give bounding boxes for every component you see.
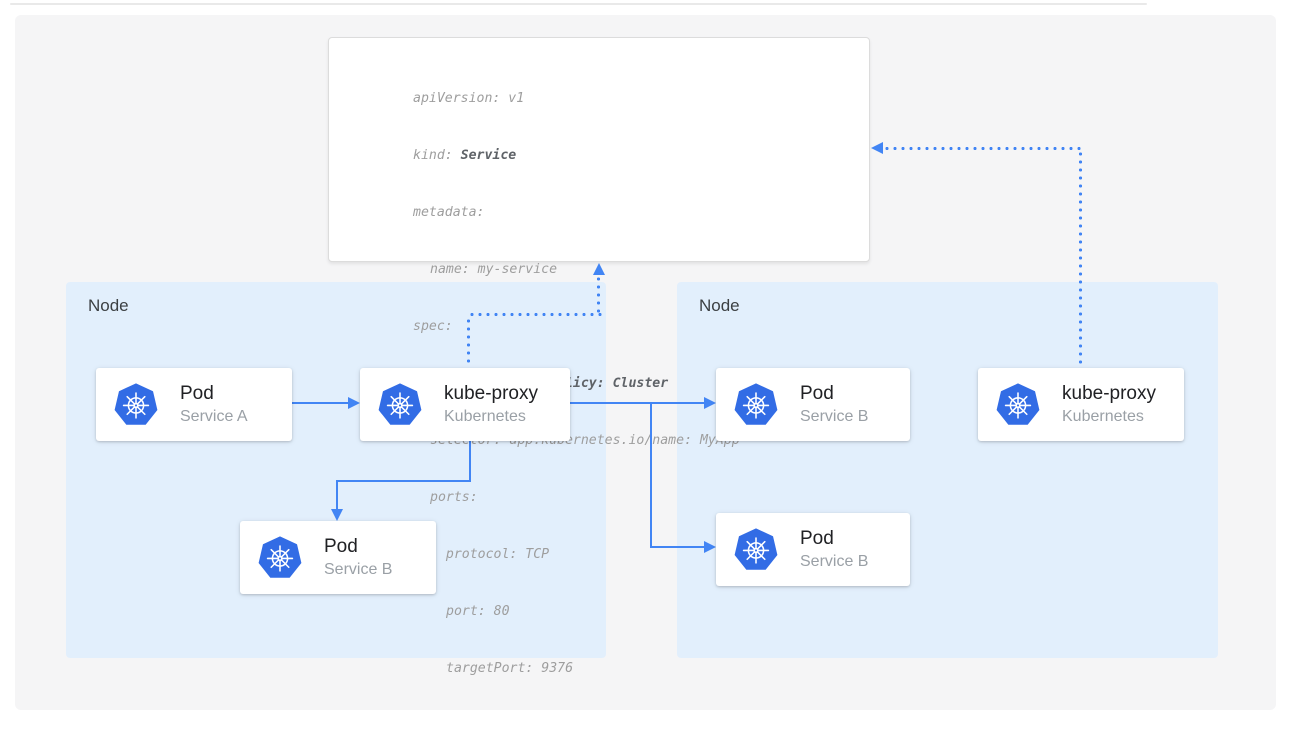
arrow-kube-proxy-to-pod-b-right-top-segment xyxy=(570,402,704,404)
card-subtitle: Service A xyxy=(180,408,248,425)
yaml-line: spec: xyxy=(413,319,453,334)
arrow-kube-proxy-to-pod-b-left-segment xyxy=(336,480,471,482)
card-subtitle: Service B xyxy=(800,553,869,570)
arrow-kube-proxy-to-pod-b-right-bottom-segment xyxy=(650,546,704,548)
card-subtitle: Kubernetes xyxy=(444,408,526,425)
kubernetes-logo-icon xyxy=(113,382,159,426)
yaml-line: apiVersion: v1 xyxy=(413,91,525,106)
top-divider xyxy=(10,3,1147,5)
card-subtitle: Kubernetes xyxy=(1062,408,1144,425)
arrow-kube-proxy-to-pod-b-left-segment xyxy=(336,480,338,510)
arrow-kube-proxy-to-pod-b-left-segment xyxy=(469,441,471,482)
arrow-right-icon xyxy=(704,541,716,553)
kubernetes-logo-icon xyxy=(257,535,303,579)
arrow-right-icon xyxy=(704,397,716,409)
arrow-right-icon xyxy=(348,397,360,409)
card-subtitle: Service B xyxy=(324,561,393,578)
pod-service-b-left-card: Pod Service B xyxy=(240,521,436,594)
card-title: Pod xyxy=(800,383,834,404)
service-yaml-card: apiVersion: v1 kind: Service metadata: n… xyxy=(328,37,870,676)
kubernetes-logo-icon xyxy=(995,382,1041,426)
pod-service-b-right-bottom-card: Pod Service B xyxy=(716,513,910,586)
arrow-up-icon xyxy=(593,263,605,275)
dotted-arrow-kube-proxy-right-to-yaml-segment xyxy=(1078,150,1083,367)
card-title: kube-proxy xyxy=(1062,383,1156,404)
yaml-line: targetPort: 9376 xyxy=(446,661,574,676)
arrow-pod-a-to-kube-proxy-segment xyxy=(292,402,348,404)
yaml-line: kind: Service xyxy=(413,148,517,163)
node-label: Node xyxy=(699,296,740,315)
kube-proxy-right-card: kube-proxy Kubernetes xyxy=(978,368,1184,441)
kube-proxy-left-card: kube-proxy Kubernetes xyxy=(360,368,570,441)
kubernetes-logo-icon xyxy=(733,382,779,426)
dotted-arrow-kube-proxy-left-to-yaml-segment xyxy=(468,312,602,317)
node-label: Node xyxy=(88,296,129,315)
card-title: kube-proxy xyxy=(444,383,538,404)
pod-service-a-card: Pod Service A xyxy=(96,368,292,441)
yaml-line: name: my-service xyxy=(430,262,558,277)
arrow-kube-proxy-to-pod-b-right-bottom-segment xyxy=(650,402,652,548)
dotted-arrow-kube-proxy-left-to-yaml-segment xyxy=(466,317,471,367)
yaml-line: metadata: xyxy=(413,205,485,220)
card-title: Pod xyxy=(180,383,214,404)
kubernetes-logo-icon xyxy=(733,527,779,571)
arrow-left-icon xyxy=(871,142,883,154)
dotted-arrow-kube-proxy-left-to-yaml-segment xyxy=(596,275,601,315)
card-title: Pod xyxy=(324,536,358,557)
arrow-down-icon xyxy=(331,509,343,521)
card-subtitle: Service B xyxy=(800,408,869,425)
yaml-line: ports: xyxy=(430,490,478,505)
node-box-right: Node xyxy=(677,282,1218,658)
card-title: Pod xyxy=(800,528,834,549)
node-box-left: Node xyxy=(66,282,606,658)
pod-service-b-right-top-card: Pod Service B xyxy=(716,368,910,441)
kubernetes-logo-icon xyxy=(377,382,423,426)
yaml-line: port: 80 xyxy=(446,604,510,619)
dotted-arrow-kube-proxy-right-to-yaml-segment xyxy=(883,146,1083,151)
